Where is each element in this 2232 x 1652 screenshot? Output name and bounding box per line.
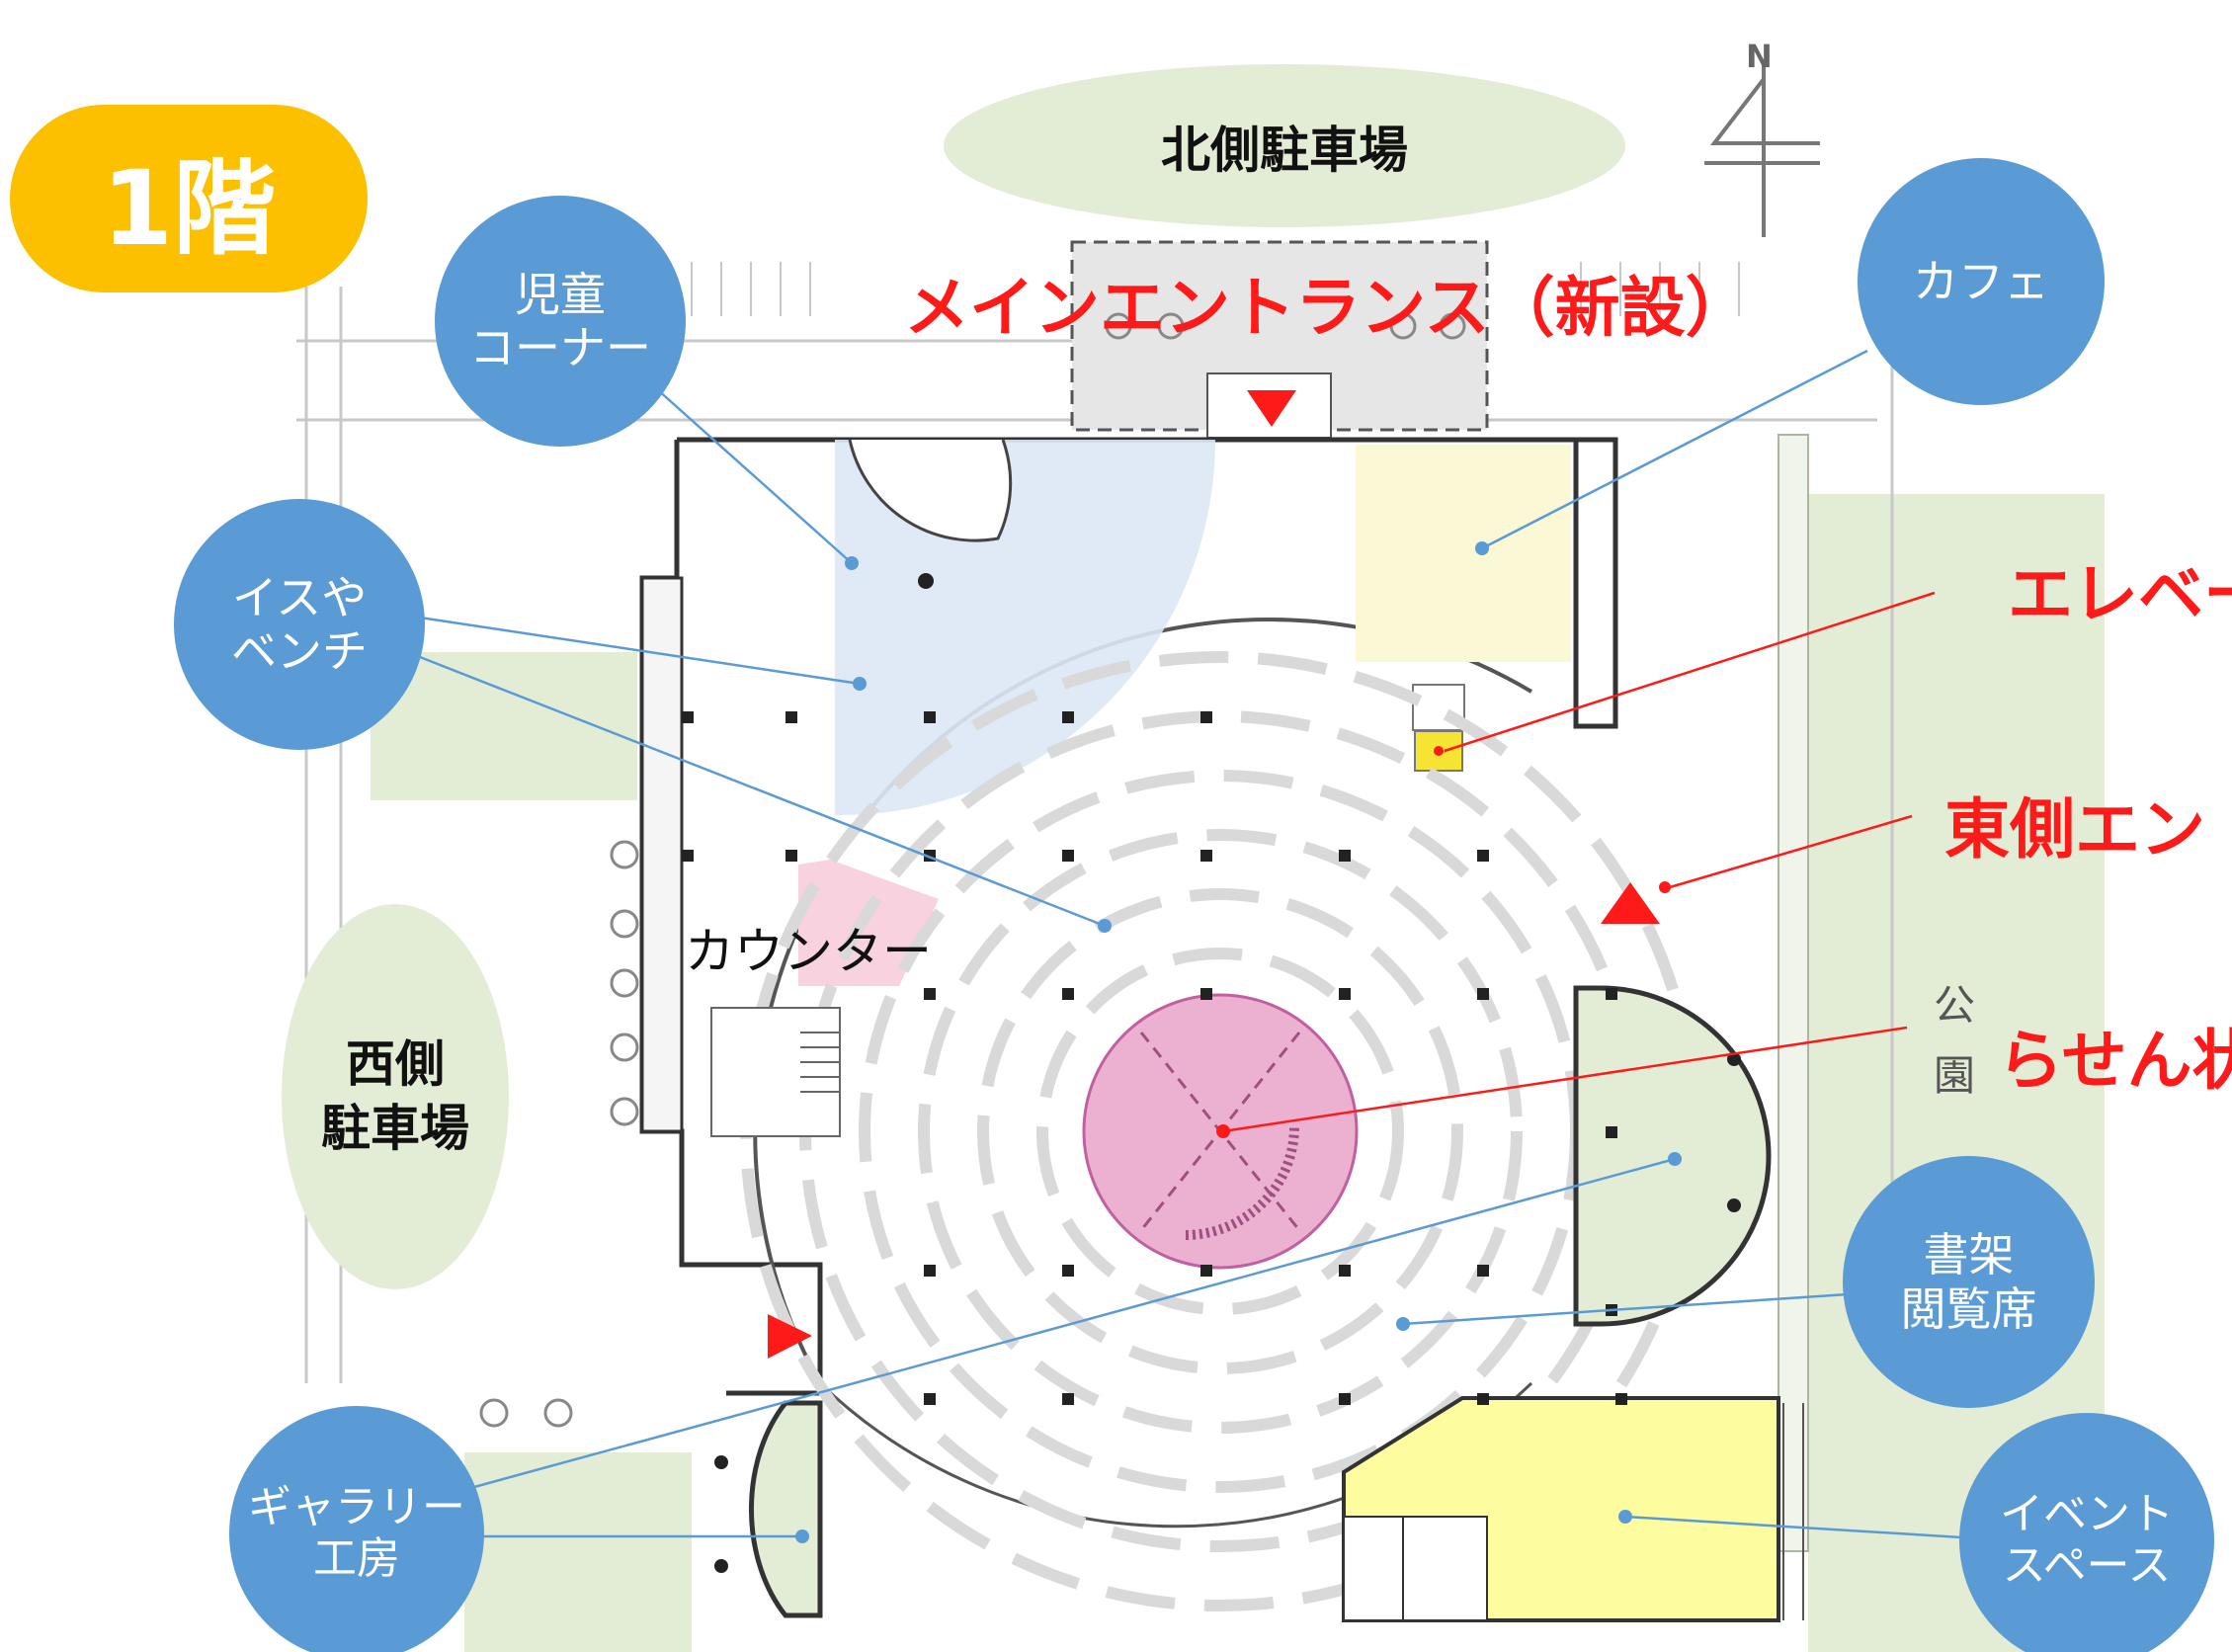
shelves-bubble: 書架 閲覧席 [1843,1156,2095,1408]
west-entrance-arrow-icon [768,1314,812,1359]
kids-corner-bubble: 児童 コーナー [435,196,686,447]
event-space-bubble: イベント スペース [1959,1413,2214,1652]
callout-leaders [419,349,1962,1539]
cafe-bubble: カフェ [1858,158,2105,405]
north-parking-label: 北側駐車場 [1161,121,1408,179]
wheelchair-parking-icon [479,312,1466,1428]
park-label: 公 園 [1934,981,1976,1101]
spiral-callout: らせん状 [1998,1023,2232,1099]
west-parking-label: 西側 駐車場 [321,1035,469,1157]
east-entrance-arrow-icon [1601,882,1660,924]
floor-badge: 1階 [10,105,368,292]
east-entrance-callout: 東側エン [1944,791,2205,867]
counter-area [798,860,939,986]
chairs-bubble: イスや ベンチ [174,499,425,750]
counter-label: カウンター [685,923,932,980]
column-grid [682,573,1627,1405]
compass-north-icon [1704,64,1820,237]
gallery-lobe [749,1400,823,1618]
compass-north-label: N [1746,38,1773,75]
red-callout-leaders [1222,591,1936,1133]
main-entrance-label: メインエントランス（新設） [904,270,1751,346]
west-parking-oval: 西側 駐車場 [282,904,509,1289]
gallery-bubble: ギャラリー 工房 [229,1406,484,1652]
entrance-arrow-icon [1247,390,1296,427]
north-parking-oval: 北側駐車場 [944,64,1625,227]
cafe-area [1356,445,1571,662]
elevator-callout: エレベー [2008,556,2232,632]
